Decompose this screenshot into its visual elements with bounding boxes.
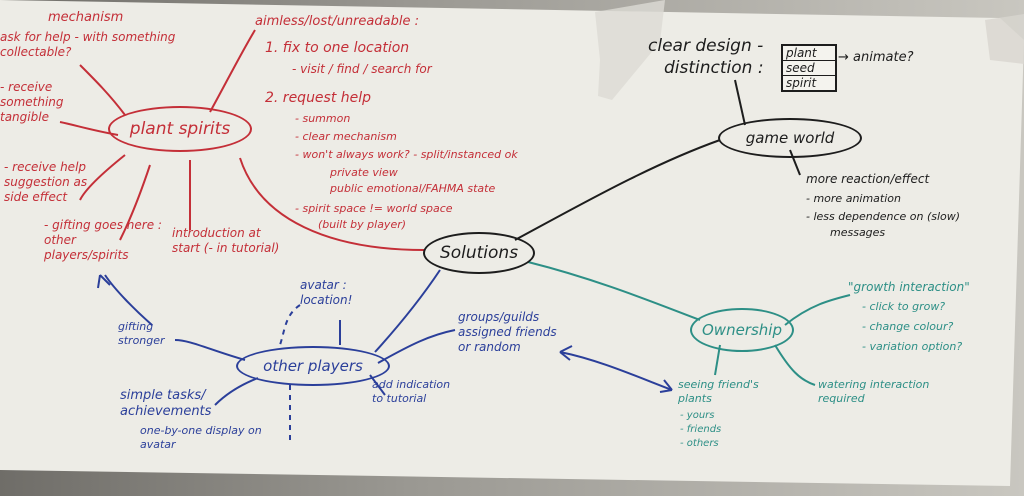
request-item-spirit-space: - spirit space != world space [295, 202, 453, 215]
avatar-location-note: avatar : location! [300, 278, 353, 307]
request-help: 2. request help [265, 90, 372, 106]
plant-spirits-node: plant spirits [108, 106, 252, 152]
receive-help-note: - receive help suggestion as side effect [4, 160, 88, 204]
request-item-public: public emotional/FAHMA state [330, 182, 496, 195]
one-by-one-note: one-by-one display on avatar [140, 424, 262, 451]
growth-variation: - variation option? [862, 340, 963, 353]
seeing-yours: - yours [680, 410, 715, 421]
reaction-line-3: - less dependence on (slow) [806, 210, 961, 223]
ask-for-help-note: ask for help - with something collectabl… [0, 30, 176, 59]
growth-title: "growth interaction" [848, 280, 970, 294]
game-world-node: game world [718, 118, 862, 158]
seeing-friends: - friends [680, 424, 722, 435]
request-item-built: (built by player) [318, 218, 407, 231]
design-line-1: clear design - [648, 36, 764, 56]
gifting-note: - gifting goes here : other players/spir… [44, 218, 162, 262]
plant-seed-spirit-box: plant seed spirit [781, 44, 837, 92]
simple-tasks-note: simple tasks/ achievements [120, 388, 212, 420]
box-spirit: spirit [786, 76, 817, 90]
mechanism-note: mechanism [48, 10, 124, 25]
growth-colour: - change colour? [862, 320, 954, 333]
reaction-line-2: - more animation [806, 192, 901, 205]
growth-click: - click to grow? [862, 300, 946, 313]
request-item-summon: - summon [295, 112, 351, 125]
solutions-node: Solutions [423, 232, 535, 274]
groups-note: groups/guilds assigned friends or random [458, 310, 557, 354]
introduction-note: introduction at start (- in tutorial) [172, 226, 280, 255]
reaction-line-4: messages [830, 226, 886, 239]
gifting-stronger-note: gifting stronger [118, 320, 165, 347]
request-item-wont-work: - won't always work? - split/instanced o… [295, 148, 518, 161]
fix-sub: - visit / find / search for [292, 62, 432, 76]
request-item-clear: - clear mechanism [295, 130, 397, 143]
ownership-node: Ownership [690, 308, 794, 352]
issues-title: aimless/lost/unreadable : [255, 14, 419, 29]
receive-tangible-note: - receive something tangible [0, 80, 64, 124]
reaction-line-1: more reaction/effect [806, 172, 930, 186]
animate-note: → animate? [838, 50, 914, 65]
seeing-others: - others [680, 438, 719, 449]
watering-note: watering interaction required [818, 378, 930, 405]
add-indication-note: add indication to tutorial [372, 378, 451, 405]
tape-right [985, 14, 1024, 64]
tape-top [595, 0, 665, 100]
design-line-2: distinction : [664, 58, 764, 78]
request-item-private: private view [330, 166, 398, 179]
seeing-note: seeing friend's plants [678, 378, 759, 405]
box-seed: seed [783, 61, 835, 76]
box-plant: plant [783, 46, 835, 61]
other-players-node: other players [236, 346, 390, 386]
fix-location: 1. fix to one location [265, 40, 410, 56]
